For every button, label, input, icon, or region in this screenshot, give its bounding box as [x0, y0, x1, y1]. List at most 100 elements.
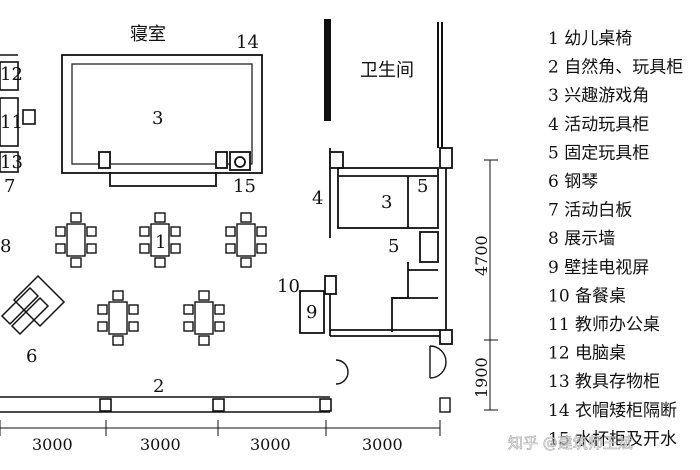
legend-item: 13 教具存物柜	[548, 372, 660, 392]
window-post-2	[212, 398, 225, 412]
piano-bench-1	[0, 286, 40, 326]
chair	[198, 290, 210, 301]
label-15: 15	[233, 176, 256, 197]
chair	[183, 304, 194, 315]
chair	[214, 321, 225, 332]
bottom-wall	[0, 396, 332, 413]
legend-item: 4 活动玩具柜	[548, 115, 649, 135]
plan-labels: 寝室 14 卫生间 3 15 12 11 13 7 8 1 4 3 5 5 10…	[0, 24, 428, 397]
chair	[70, 257, 82, 268]
chair	[55, 243, 66, 254]
window-post-1	[99, 398, 112, 412]
legend-item: 11 教师办公桌	[548, 315, 660, 335]
label-2: 2	[153, 376, 164, 397]
label-8: 8	[0, 236, 11, 257]
bathroom-walls	[324, 19, 443, 148]
chair	[112, 335, 124, 346]
dining-table	[194, 301, 214, 335]
chair	[128, 321, 139, 332]
legend-item: 6 钢琴	[548, 172, 598, 192]
chair	[170, 243, 181, 254]
stair-outline	[391, 262, 409, 332]
sink-basin-icon	[234, 156, 246, 168]
bedroom-step	[109, 172, 217, 187]
chair	[139, 226, 150, 237]
dining-table	[150, 223, 170, 257]
label-14: 14	[236, 32, 259, 53]
cabinet-post	[329, 151, 344, 169]
post-lower-left	[324, 275, 337, 295]
label-4: 4	[312, 188, 323, 209]
dimension-lines	[0, 159, 498, 436]
door-post	[439, 397, 451, 413]
legend-item: 8 展示墙	[548, 229, 615, 249]
chair	[139, 243, 150, 254]
storage-cabinet-13	[0, 151, 19, 173]
right-storage-block	[299, 147, 453, 345]
chair	[214, 304, 225, 315]
dim-label-4: 3000	[362, 435, 403, 454]
chair	[97, 321, 108, 332]
table-group	[55, 212, 267, 346]
label-5-top: 5	[417, 176, 428, 197]
label-1: 1	[155, 232, 166, 253]
dimension-labels: 3000 3000 3000 3000 4700 1900	[32, 235, 491, 454]
window-post-3	[319, 398, 332, 412]
label-3-corner: 3	[381, 192, 392, 213]
chair	[225, 243, 236, 254]
chair	[86, 243, 97, 254]
watermark-text: 知乎 @建筑师王斌	[508, 434, 633, 452]
chair	[225, 226, 236, 237]
label-6: 6	[26, 346, 37, 367]
legend-item: 5 固定玩具柜	[548, 143, 649, 163]
chair	[55, 226, 66, 237]
chair	[256, 226, 267, 237]
dining-table	[66, 223, 86, 257]
door-left-arc	[335, 359, 349, 385]
legend-item: 3 兴趣游戏角	[548, 86, 649, 106]
chair	[183, 321, 194, 332]
chair	[154, 212, 166, 223]
chair	[70, 212, 82, 223]
chair	[240, 212, 252, 223]
dim-label-4700: 4700	[472, 235, 491, 276]
label-13: 13	[0, 152, 23, 173]
chair	[198, 335, 210, 346]
small-chair-11	[22, 109, 36, 125]
legend-item: 2 自然角、玩具柜	[548, 58, 683, 78]
legend-item: 14 衣帽矮柜隔断	[548, 401, 677, 421]
left-cabinets	[0, 54, 36, 173]
legend-item: 10 备餐桌	[548, 286, 626, 306]
label-7: 7	[4, 176, 15, 197]
chair	[240, 257, 252, 268]
bathroom-wall-left	[324, 19, 331, 121]
chair	[128, 304, 139, 315]
door-right-arc	[429, 345, 447, 379]
right-post-bottom	[439, 329, 453, 345]
legend-item: 15 水杯柜及开水	[548, 429, 677, 449]
chair	[97, 304, 108, 315]
teacher-desk-11	[0, 97, 19, 147]
chair	[86, 226, 97, 237]
doors	[335, 345, 451, 413]
chair	[154, 257, 166, 268]
bedroom-outline	[61, 54, 263, 174]
label-11: 11	[0, 112, 23, 133]
stair-small	[419, 231, 439, 263]
label-bedroom: 寝室	[130, 24, 166, 45]
bedroom-post-left	[98, 151, 111, 169]
bedroom-inner-bed	[71, 63, 253, 165]
label-10: 10	[277, 276, 300, 297]
piano-bench-2	[10, 296, 50, 336]
legend-item: 12 电脑桌	[548, 344, 626, 364]
dim-label-1900: 1900	[472, 357, 491, 398]
label-bathroom: 卫生间	[360, 60, 414, 81]
chair	[170, 226, 181, 237]
right-post-top	[439, 147, 453, 169]
chair	[256, 243, 267, 254]
serving-table-9	[299, 290, 325, 334]
legend-item: 7 活动白板	[548, 201, 632, 221]
label-12: 12	[0, 64, 23, 85]
